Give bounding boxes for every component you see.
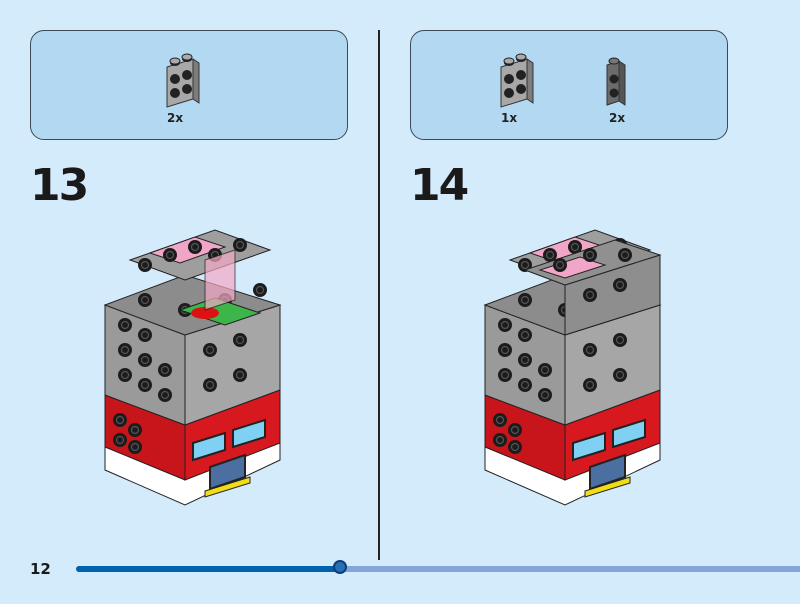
part-dark-gray-brick-icon [605,55,629,115]
model-illustration-step-14 [465,215,685,519]
part-light-gray-brick-icon [163,53,203,113]
part-quantity: 2x [609,111,626,125]
progress-bar [76,560,800,574]
green-plate [178,297,262,326]
part-quantity: 1x [501,111,518,125]
trans-pink-brick [204,249,236,311]
progress-knob [333,560,348,574]
step-number: 13 [30,160,89,211]
parts-callout-step-14: 1x 2x [410,30,728,140]
model-illustration-step-13 [85,215,305,519]
parts-callout-step-13: 2x [30,30,348,140]
red-light [191,307,219,319]
part-light-gray-brick-icon [497,53,537,113]
progress-fill [76,566,341,572]
page-number: 12 [30,560,51,578]
part-quantity: 2x [167,111,184,125]
step-divider [378,30,380,560]
step-number: 14 [410,160,469,211]
